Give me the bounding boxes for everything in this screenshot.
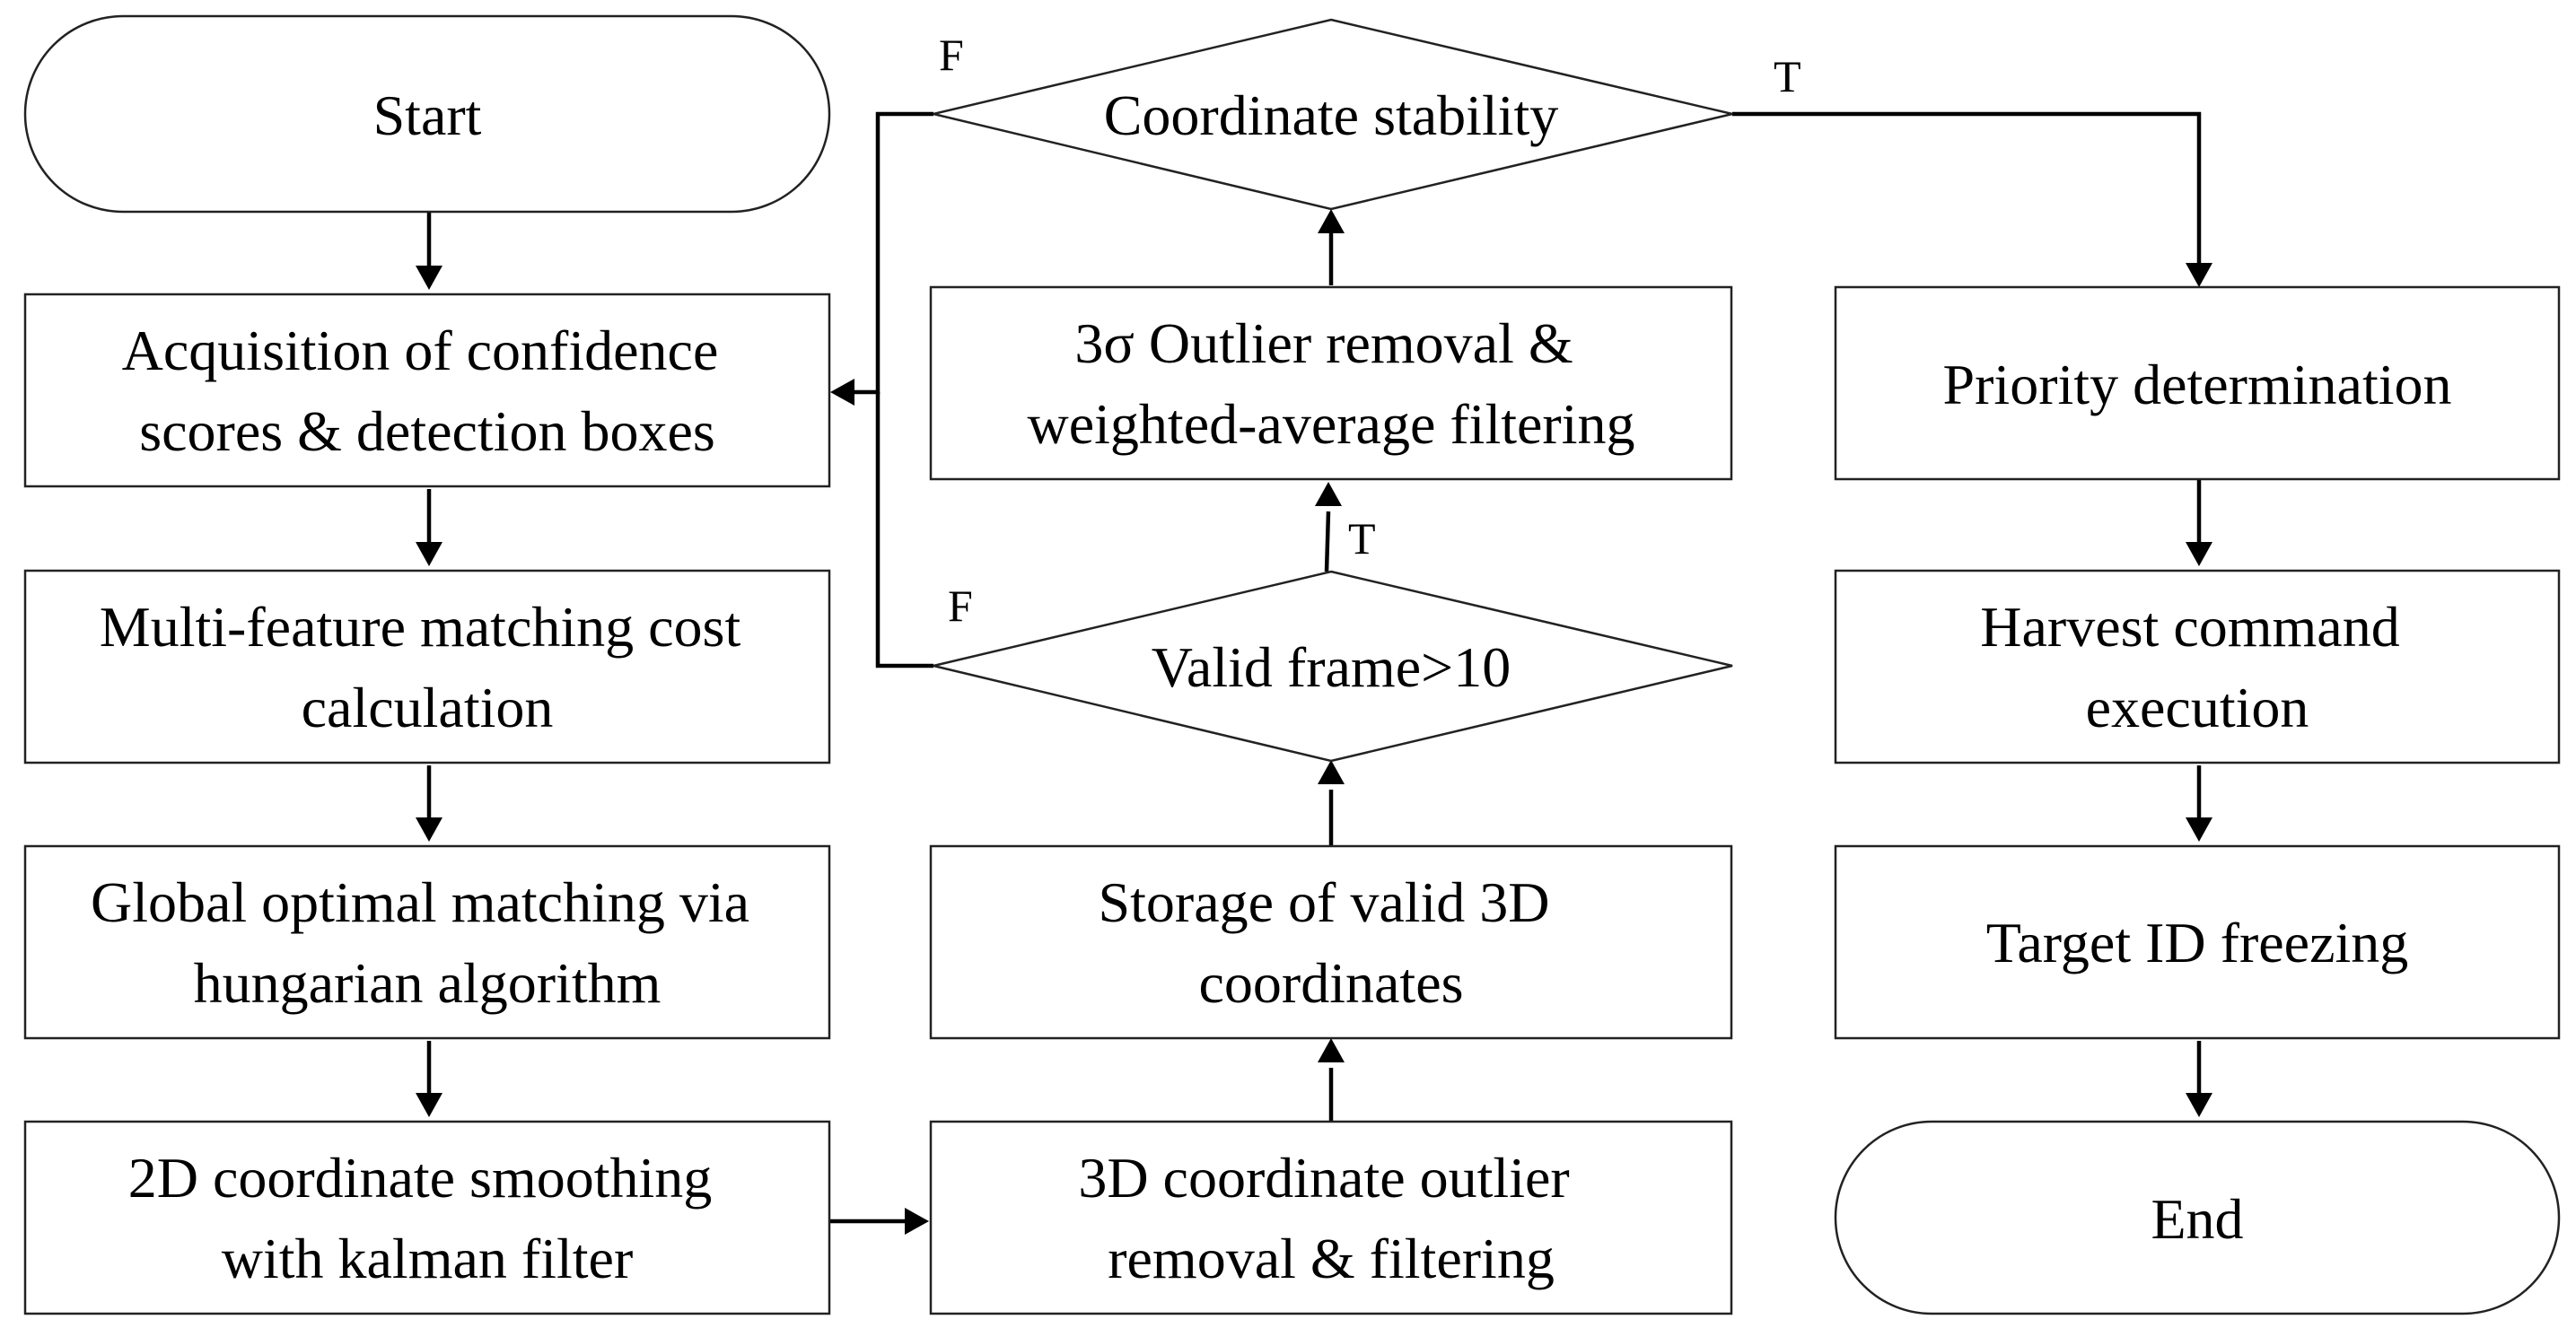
sigma-filter-label: 3σ Outlier removal & weighted-average fi… bbox=[1028, 311, 1635, 456]
acquisition-box bbox=[23, 293, 831, 488]
harvest-box bbox=[1834, 569, 2561, 764]
edge-valid-frame-to-sigma bbox=[1324, 511, 1331, 572]
start-terminal bbox=[23, 14, 831, 214]
harvest-label: Harvest command execution bbox=[1980, 595, 2414, 739]
target-id-label: Target ID freezing bbox=[1986, 911, 2409, 974]
edge-valid-frame-false-to-acquisition bbox=[875, 392, 933, 668]
valid-frame-false-label: F bbox=[948, 581, 973, 631]
acquisition-label: Acquisition of confidence scores & detec… bbox=[122, 319, 733, 463]
edge-labels: F T F T bbox=[939, 30, 1801, 631]
outlier-3d-label: 3D coordinate outlier removal & filterin… bbox=[1078, 1146, 1583, 1290]
arrowhead-right-outlier bbox=[905, 1208, 929, 1235]
sigma-filter-box bbox=[929, 285, 1733, 481]
arrowhead-down-end bbox=[2186, 1093, 2212, 1117]
smoothing-2d-box bbox=[23, 1120, 831, 1315]
storage-3d-box bbox=[929, 844, 1733, 1040]
arrowhead-up-storage bbox=[1318, 1038, 1345, 1062]
coordinate-stability-label: Coordinate stability bbox=[1104, 83, 1559, 147]
global-matching-box bbox=[23, 844, 831, 1040]
stability-true-label: T bbox=[1774, 51, 1801, 101]
arrowhead-down-smoothing bbox=[416, 1093, 442, 1117]
arrowhead-left-acquisition bbox=[830, 379, 854, 406]
valid-frame-label: Valid frame>10 bbox=[1152, 635, 1511, 699]
target-id-box bbox=[1834, 844, 2561, 1040]
connectors bbox=[426, 111, 2202, 1224]
node-labels: Start Acquisition of confidence scores &… bbox=[91, 83, 2452, 1290]
multi-feature-label: Multi-feature matching cost calculation bbox=[100, 595, 755, 739]
shapes bbox=[23, 14, 2561, 1315]
edge-stability-false-to-acquisition bbox=[848, 111, 933, 395]
stability-false-label: F bbox=[939, 30, 964, 80]
priority-box bbox=[1834, 285, 2561, 481]
arrowhead-up-valid-frame bbox=[1318, 760, 1345, 784]
valid-frame-decision bbox=[933, 570, 1733, 763]
arrowhead-down-global bbox=[416, 817, 442, 842]
arrowhead-down-target bbox=[2186, 817, 2212, 842]
outlier-3d-box bbox=[929, 1120, 1733, 1315]
arrowhead-down-acquisition bbox=[416, 266, 442, 290]
coordinate-stability-decision bbox=[933, 18, 1733, 211]
arrowhead-up-sigma bbox=[1315, 482, 1342, 506]
arrowhead-down-multi-feature bbox=[416, 542, 442, 566]
end-terminal bbox=[1834, 1120, 2561, 1315]
start-label: Start bbox=[373, 83, 482, 147]
global-matching-label: Global optimal matching via hungarian al… bbox=[91, 870, 764, 1015]
priority-label: Priority determination bbox=[1943, 353, 2452, 416]
multi-feature-box bbox=[23, 569, 831, 764]
arrowhead-down-priority bbox=[2186, 263, 2212, 287]
edge-stability-true-to-priority bbox=[1732, 111, 2202, 266]
end-label: End bbox=[2151, 1187, 2243, 1251]
arrowhead-down-harvest bbox=[2186, 542, 2212, 566]
arrowheads bbox=[416, 209, 2212, 1235]
arrowhead-up-stability bbox=[1318, 209, 1345, 233]
smoothing-2d-label: 2D coordinate smoothing with kalman filt… bbox=[128, 1146, 727, 1290]
valid-frame-true-label: T bbox=[1348, 513, 1376, 564]
storage-3d-label: Storage of valid 3D coordinates bbox=[1099, 870, 1564, 1015]
